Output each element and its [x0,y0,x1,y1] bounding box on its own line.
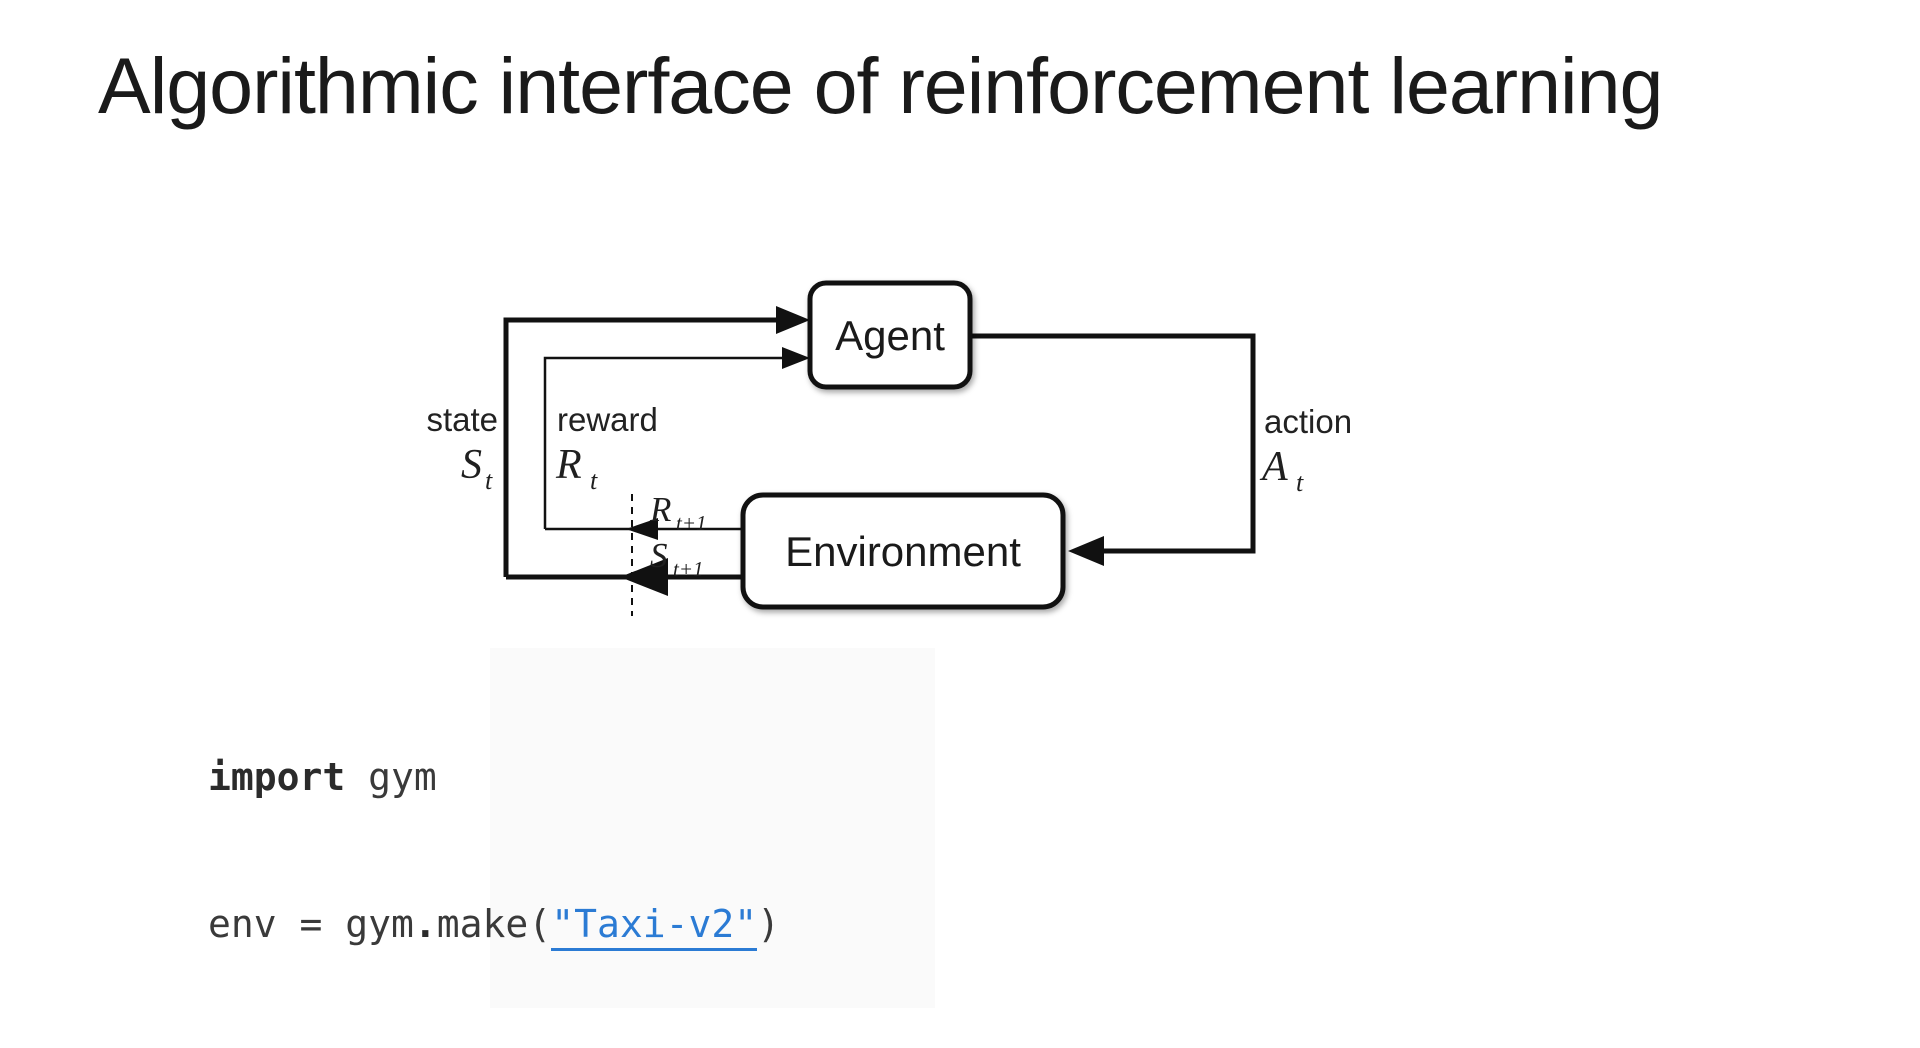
action-symbol: A [1259,444,1288,490]
code-line: import gym [208,753,1443,802]
next-state-symbol-sub: t+1 [673,557,704,581]
action-symbol-sub: t [1296,468,1304,497]
slide-title: Algorithmic interface of reinforcement l… [98,41,1663,130]
reward-arrowhead-icon [782,347,810,369]
next-state-arrowhead-icon [620,558,668,596]
state-arrowhead-icon [776,306,810,334]
next-reward-symbol-sub: t+1 [676,511,707,535]
code-token: gym [345,755,437,799]
code-token: . [413,902,437,946]
code-token: import [208,755,346,799]
state-line [503,317,800,577]
taxi-v2-link[interactable]: "Taxi-v2" [551,902,758,951]
action-arrowhead-icon [1068,536,1104,566]
reward-symbol-sub: t [590,466,598,495]
state-label: state [426,401,498,438]
state-symbol: S [461,442,482,488]
action-line [970,333,1256,554]
next-state-symbol: S [650,536,668,575]
reward-line [543,356,784,529]
next-reward-symbol: R [649,490,671,529]
next-reward-arrowhead-icon [626,518,658,540]
code-block: import gym env = gym.make("Taxi-v2") obs… [208,655,1443,1048]
code-token: ) [757,902,780,946]
agent-box-label: Agent [835,312,945,359]
reward-label: reward [557,401,658,438]
code-token: env = gym [208,902,414,946]
environment-box [740,492,1066,610]
agent-box [807,280,973,390]
code-token: make( [436,902,552,946]
code-background [490,648,935,1008]
action-label: action [1264,403,1352,440]
code-line: env = gym.make("Taxi-v2") [208,900,1443,951]
reward-symbol: R [555,442,582,488]
environment-box-label: Environment [785,528,1021,575]
state-symbol-sub: t [485,466,493,495]
